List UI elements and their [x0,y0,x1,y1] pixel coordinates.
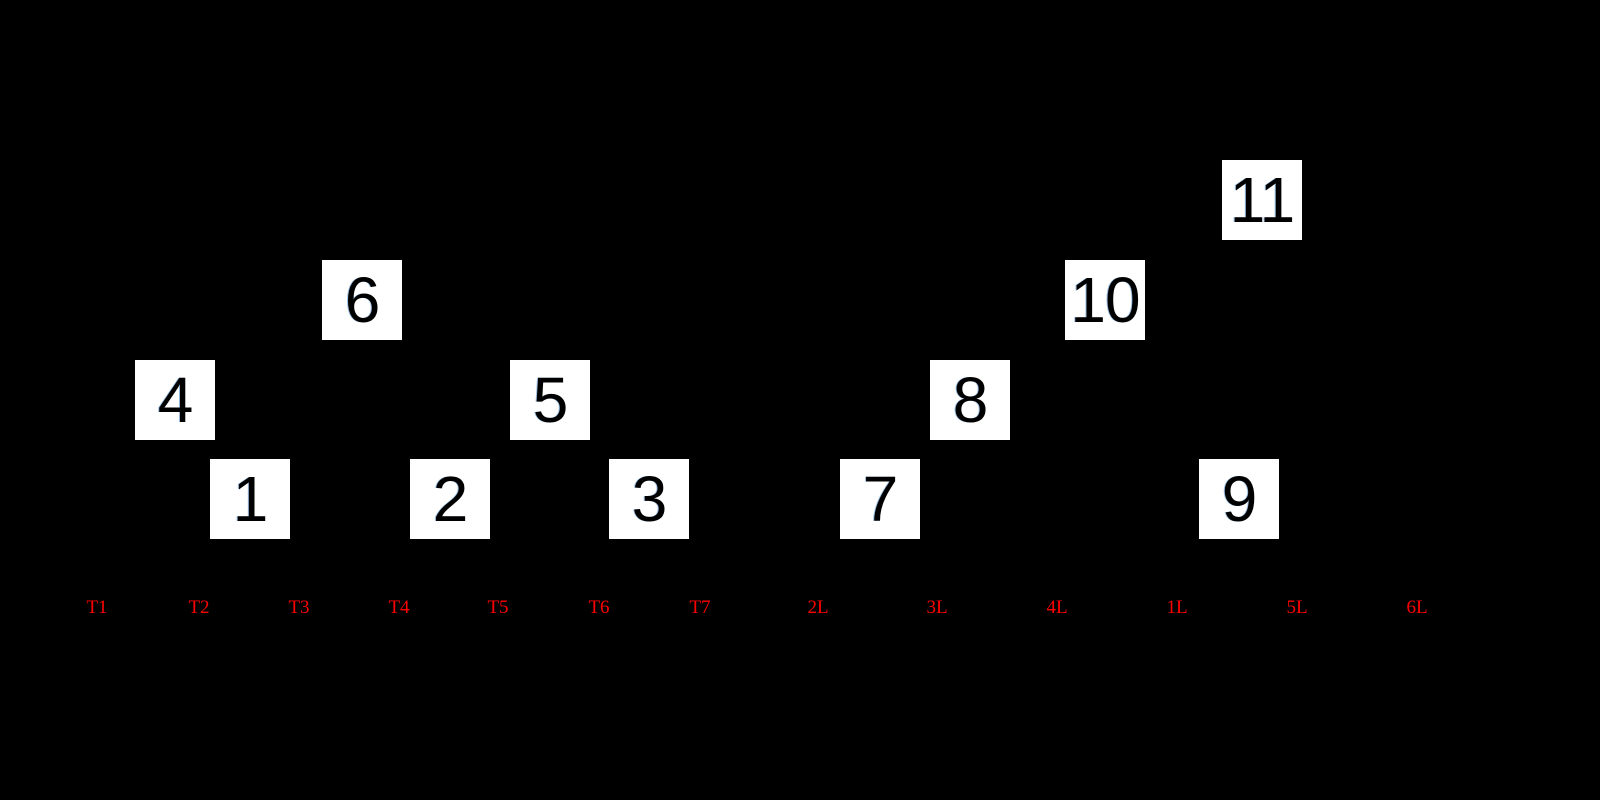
tree-node-2: 2 [410,459,490,539]
axis-label-2L: 2L [807,597,829,618]
axis-label-T5: T5 [487,597,509,618]
tree-node-8: 8 [930,360,1010,440]
axis-label-T4: T4 [388,597,410,618]
axis-label-T2: T2 [188,597,210,618]
axis-label-T6: T6 [588,597,610,618]
tree-node-6: 6 [322,260,402,340]
axis-label-3L: 3L [926,597,948,618]
axis-label-6L: 6L [1406,597,1428,618]
tree-node-1: 1 [210,459,290,539]
tree-node-4: 4 [135,360,215,440]
axis-label-T7: T7 [689,597,711,618]
tree-node-10: 10 [1065,260,1145,340]
axis-label-4L: 4L [1046,597,1068,618]
axis-label-T1: T1 [86,597,108,618]
tree-node-5: 5 [510,360,590,440]
axis-label-1L: 1L [1166,597,1188,618]
axis-label-T3: T3 [288,597,310,618]
axis-label-5L: 5L [1286,597,1308,618]
tree-node-7: 7 [840,459,920,539]
tree-node-11: 11 [1222,160,1302,240]
tree-node-3: 3 [609,459,689,539]
tree-node-9: 9 [1199,459,1279,539]
